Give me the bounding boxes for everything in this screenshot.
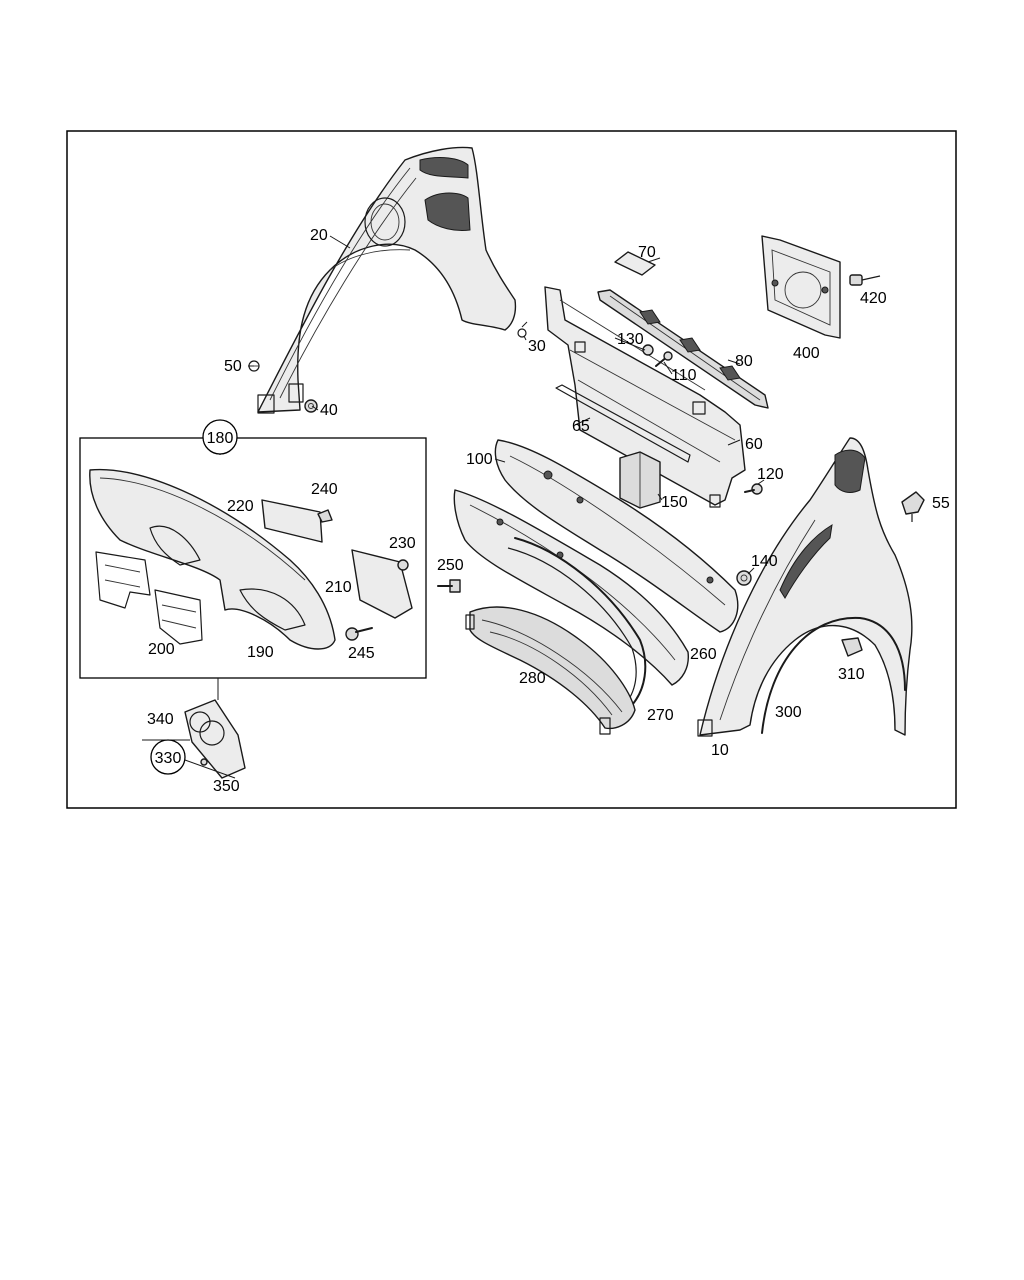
part-200-grille-insert[interactable] [95, 551, 203, 645]
part-210-cover-plate[interactable] [351, 549, 413, 619]
callout-150[interactable]: 150 [661, 494, 688, 511]
callout-60[interactable]: 60 [745, 436, 763, 453]
callout-100[interactable]: 100 [466, 451, 493, 468]
part-100-bumper-cover[interactable] [494, 439, 739, 633]
diagram-frame [66, 130, 957, 809]
part-140-clip[interactable] [736, 570, 752, 586]
callout-120[interactable]: 120 [757, 466, 784, 483]
callout-40[interactable]: 40 [320, 402, 338, 419]
part-340-light-housing[interactable] [184, 699, 246, 779]
callout-270[interactable]: 270 [647, 707, 674, 724]
part-80-upper-carrier[interactable] [597, 289, 769, 409]
callout-65[interactable]: 65 [572, 418, 590, 435]
callout-245[interactable]: 245 [348, 645, 375, 662]
part-10-front-fender[interactable] [697, 437, 913, 737]
callout-190[interactable]: 190 [247, 644, 274, 661]
callout-260[interactable]: 260 [690, 646, 717, 663]
callout-30[interactable]: 30 [528, 338, 546, 355]
callout-400[interactable]: 400 [793, 345, 820, 362]
part-220-bracket[interactable] [261, 499, 323, 543]
callout-310[interactable]: 310 [838, 666, 865, 683]
callout-70[interactable]: 70 [638, 244, 656, 261]
part-250-screw[interactable] [437, 579, 461, 593]
callout-420[interactable]: 420 [860, 290, 887, 307]
part-150-pad[interactable] [619, 451, 661, 509]
callout-300[interactable]: 300 [775, 704, 802, 721]
part-230-clip[interactable] [397, 559, 409, 571]
part-400-license-plate-bracket[interactable] [761, 235, 841, 339]
callout-210[interactable]: 210 [325, 579, 352, 596]
part-110-screw[interactable] [655, 351, 673, 367]
callout-350[interactable]: 350 [213, 778, 240, 795]
callout-340[interactable]: 340 [147, 711, 174, 728]
callout-55[interactable]: 55 [932, 495, 950, 512]
callout-180: 180 [207, 430, 234, 447]
part-65-strip[interactable] [555, 384, 691, 463]
callout-330-circle[interactable]: 330 [150, 739, 186, 775]
callout-330: 330 [155, 750, 182, 767]
callout-230[interactable]: 230 [389, 535, 416, 552]
callout-200[interactable]: 200 [148, 641, 175, 658]
part-350-screw[interactable] [200, 758, 208, 766]
callout-10[interactable]: 10 [711, 742, 729, 759]
part-420-screw[interactable] [849, 274, 881, 286]
callout-20[interactable]: 20 [310, 227, 328, 244]
callout-130[interactable]: 130 [617, 331, 644, 348]
callout-50[interactable]: 50 [224, 358, 242, 375]
part-245-screw[interactable] [345, 627, 373, 641]
part-55-clip[interactable] [901, 491, 925, 522]
part-130-nut[interactable] [642, 344, 654, 356]
part-20-rear-side-panel[interactable] [257, 146, 517, 414]
callout-280[interactable]: 280 [519, 670, 546, 687]
part-240-clip[interactable] [317, 509, 333, 523]
part-30-screw[interactable] [517, 321, 528, 338]
callout-labels: 20 30 40 50 70 80 130 110 400 420 65 60 … [147, 227, 950, 795]
part-70-clip[interactable] [614, 251, 656, 276]
part-310-bracket[interactable] [841, 637, 863, 657]
part-190-bumper-panel[interactable] [89, 468, 336, 650]
callout-140[interactable]: 140 [751, 553, 778, 570]
part-280-lower-grille[interactable] [465, 606, 636, 735]
callout-110[interactable]: 110 [671, 367, 697, 384]
callout-180-circle[interactable]: 180 [202, 419, 238, 455]
callout-220[interactable]: 220 [227, 498, 254, 515]
callout-250[interactable]: 250 [437, 557, 464, 574]
part-270-trim-strip[interactable] [507, 537, 647, 707]
part-40-nut[interactable] [304, 399, 318, 413]
part-60-rear-carrier[interactable] [544, 286, 746, 508]
part-300-wheel-arch-liner[interactable] [761, 616, 906, 734]
part-120-screw[interactable] [744, 483, 763, 495]
callout-240[interactable]: 240 [311, 481, 338, 498]
inset-box-180 [79, 437, 427, 679]
callout-80[interactable]: 80 [735, 353, 753, 370]
